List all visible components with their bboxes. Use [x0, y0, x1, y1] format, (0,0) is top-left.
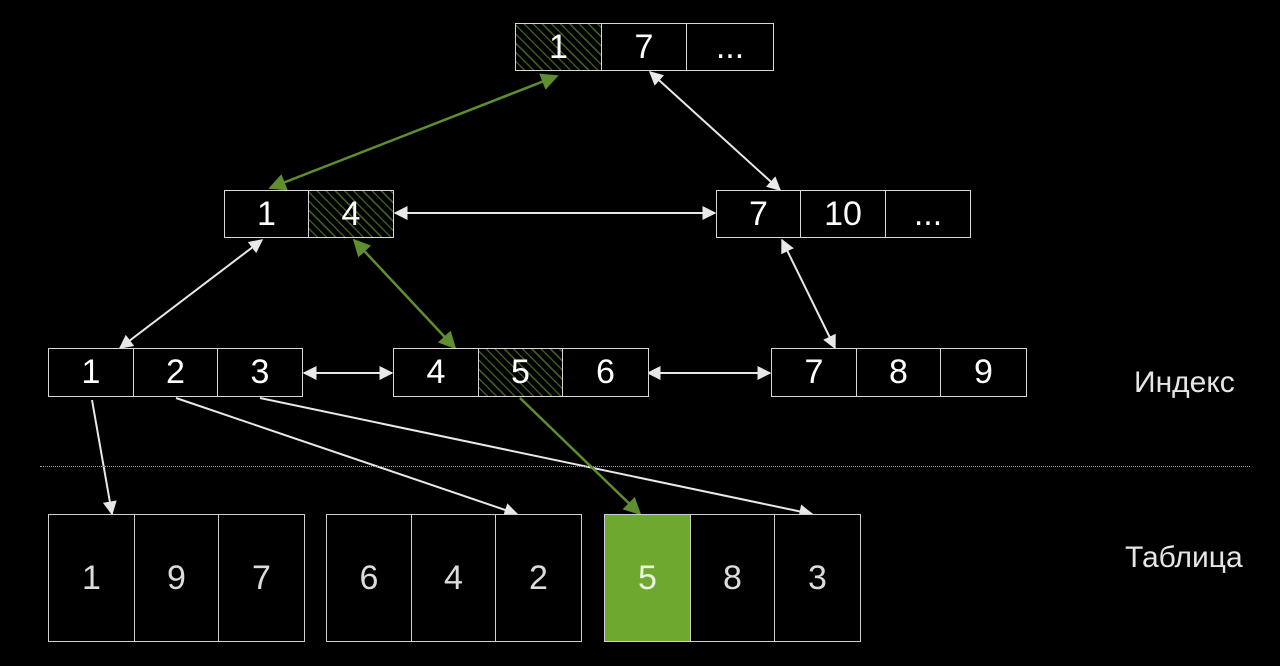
leaf-node-3: 7 8 9 — [771, 348, 1027, 397]
leaf1-key-3: 3 — [218, 349, 302, 396]
level2-left-node: 1 4 — [224, 190, 394, 238]
table1-value-1: 1 — [49, 515, 135, 641]
index-label: Индекс — [1134, 366, 1235, 399]
link-left-node-to-leaf1 — [118, 239, 264, 349]
path-left-node-to-leaf2 — [352, 238, 457, 350]
root-node: 1 7 ... — [515, 23, 774, 71]
leaf1-key-1: 1 — [49, 349, 134, 396]
path-root-to-left-node — [268, 73, 559, 191]
leaf3-key-2: 8 — [857, 349, 941, 396]
level2-right-node: 7 10 ... — [716, 190, 971, 238]
leaf2-key-2: 5 — [479, 349, 563, 396]
table-block-3: 5 8 3 — [604, 514, 861, 642]
pointer-3-to-table — [259, 397, 814, 519]
level2-left-key-2: 4 — [309, 191, 393, 237]
table1-value-2: 9 — [135, 515, 219, 641]
index-table-divider — [40, 466, 1250, 467]
pointer-1-to-table — [91, 399, 117, 516]
table3-value-3: 3 — [775, 515, 860, 641]
leaf3-key-3: 9 — [941, 349, 1026, 396]
table2-value-3: 2 — [496, 515, 581, 641]
root-key-2: 7 — [602, 24, 687, 70]
level2-right-key-1: 7 — [717, 191, 801, 237]
leaf1-key-2: 2 — [134, 349, 218, 396]
table-label: Таблица — [1125, 541, 1243, 574]
level2-right-key-3: ... — [886, 191, 970, 237]
table1-value-3: 7 — [219, 515, 304, 641]
link-root-to-right-node — [648, 71, 782, 191]
table3-value-2: 8 — [691, 515, 775, 641]
root-key-1: 1 — [516, 24, 602, 70]
leaf-node-1: 1 2 3 — [48, 348, 303, 397]
table-block-1: 1 9 7 — [48, 514, 305, 642]
table-block-2: 6 4 2 — [326, 514, 582, 642]
pointer-2-to-table — [175, 397, 519, 517]
root-key-3: ... — [687, 24, 773, 70]
level2-left-key-1: 1 — [225, 191, 309, 237]
table2-value-2: 4 — [412, 515, 496, 641]
link-right-node-to-leaf3 — [781, 238, 836, 350]
level2-right-key-2: 10 — [801, 191, 886, 237]
leaf-node-2: 4 5 6 — [393, 348, 649, 397]
table2-value-1: 6 — [327, 515, 412, 641]
leaf2-key-3: 6 — [563, 349, 648, 396]
leaf3-key-1: 7 — [772, 349, 857, 396]
path-5-to-table — [519, 397, 642, 516]
leaf2-key-1: 4 — [394, 349, 479, 396]
table3-value-1-highlighted: 5 — [605, 515, 691, 641]
